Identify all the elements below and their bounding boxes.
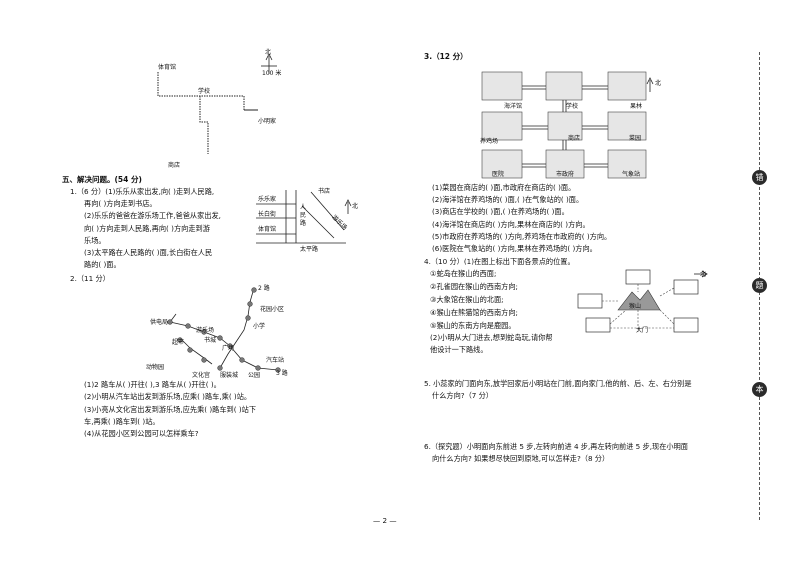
q4-north-label: 北 bbox=[700, 271, 707, 278]
q3-shop-label: 商店 bbox=[568, 135, 581, 142]
q2-post-label: 供电局 bbox=[150, 319, 169, 326]
map-scale-label: 100 米 bbox=[262, 70, 282, 77]
q3-ocean-label: 海洋馆 bbox=[504, 103, 523, 110]
q3-farm-label: 养鸡场 bbox=[480, 138, 499, 145]
q2-bus-label: 汽车站 bbox=[266, 357, 285, 364]
q1-changbai-label: 长白街 bbox=[258, 211, 277, 218]
map-north-label: 北 bbox=[265, 49, 272, 56]
q3-school-label: 学校 bbox=[566, 103, 579, 110]
q2-title: 2.（11 分） bbox=[70, 274, 110, 283]
q3-hospital-label: 医院 bbox=[492, 171, 505, 178]
q3-weather-label: 气象站 bbox=[622, 171, 641, 178]
q2-zoo-label: 动物园 bbox=[146, 364, 165, 371]
q2-bus-map bbox=[167, 287, 281, 373]
q2-culture-label: 文化宫 bbox=[192, 372, 211, 379]
q2-route2-label: 2 路 bbox=[258, 285, 270, 292]
q2-supermarket-label: 超市 bbox=[172, 339, 185, 346]
q3-orchard-label: 果林 bbox=[630, 103, 643, 110]
q4-gate-label: 大门 bbox=[636, 327, 649, 334]
q1-gym-label: 体育馆 bbox=[258, 226, 277, 233]
q2-bookcity-label: 书城 bbox=[204, 337, 217, 344]
q1-bookstore-label: 书店 bbox=[318, 188, 331, 195]
seal-2: 题 bbox=[752, 278, 767, 293]
seal-1: 错 bbox=[752, 170, 767, 185]
map-school-area bbox=[157, 53, 277, 154]
q1-north-label: 北 bbox=[352, 203, 359, 210]
q1-taiping-label: 太平路 bbox=[300, 246, 319, 253]
q3-north-label: 北 bbox=[655, 80, 662, 87]
q1-street-map bbox=[256, 190, 352, 244]
q4-title: 4.（10 分）(1)在图上标出下面各景点的位置。 bbox=[424, 257, 575, 266]
q2-garden-label: 花园小区 bbox=[260, 306, 285, 313]
q3-town-map bbox=[481, 71, 654, 179]
page-number: — 2 — bbox=[373, 516, 397, 525]
q2-publicpark-label: 公园 bbox=[248, 372, 261, 379]
section5-title: 五、解决问题。(54 分) bbox=[62, 175, 142, 184]
map-xiaoming-label: 小明家 bbox=[258, 118, 277, 125]
q2-park-label: 游乐场 bbox=[196, 327, 215, 334]
q3-government-label: 市政府 bbox=[556, 171, 575, 178]
q3-title: 3.（12 分） bbox=[424, 52, 468, 61]
q1-home-label: 乐乐家 bbox=[258, 196, 277, 203]
map-shop-label: 商店 bbox=[168, 162, 181, 169]
q3-vegetable-label: 菜园 bbox=[629, 135, 642, 142]
map-school-label: 学校 bbox=[198, 88, 211, 95]
q2-route3-label: 3 路 bbox=[276, 370, 288, 377]
map-gym-label: 体育馆 bbox=[158, 64, 177, 71]
q2-clothing-label: 服装城 bbox=[220, 372, 239, 379]
seal-3: 本 bbox=[752, 382, 767, 397]
q2-school-label: 小学 bbox=[253, 323, 266, 330]
q4-zoo-map bbox=[577, 269, 708, 333]
q4-monkey-label: 猴山 bbox=[629, 303, 642, 310]
q1-renmin-label: 人民路 bbox=[300, 204, 307, 227]
q2-square-label: 广场 bbox=[222, 345, 235, 352]
